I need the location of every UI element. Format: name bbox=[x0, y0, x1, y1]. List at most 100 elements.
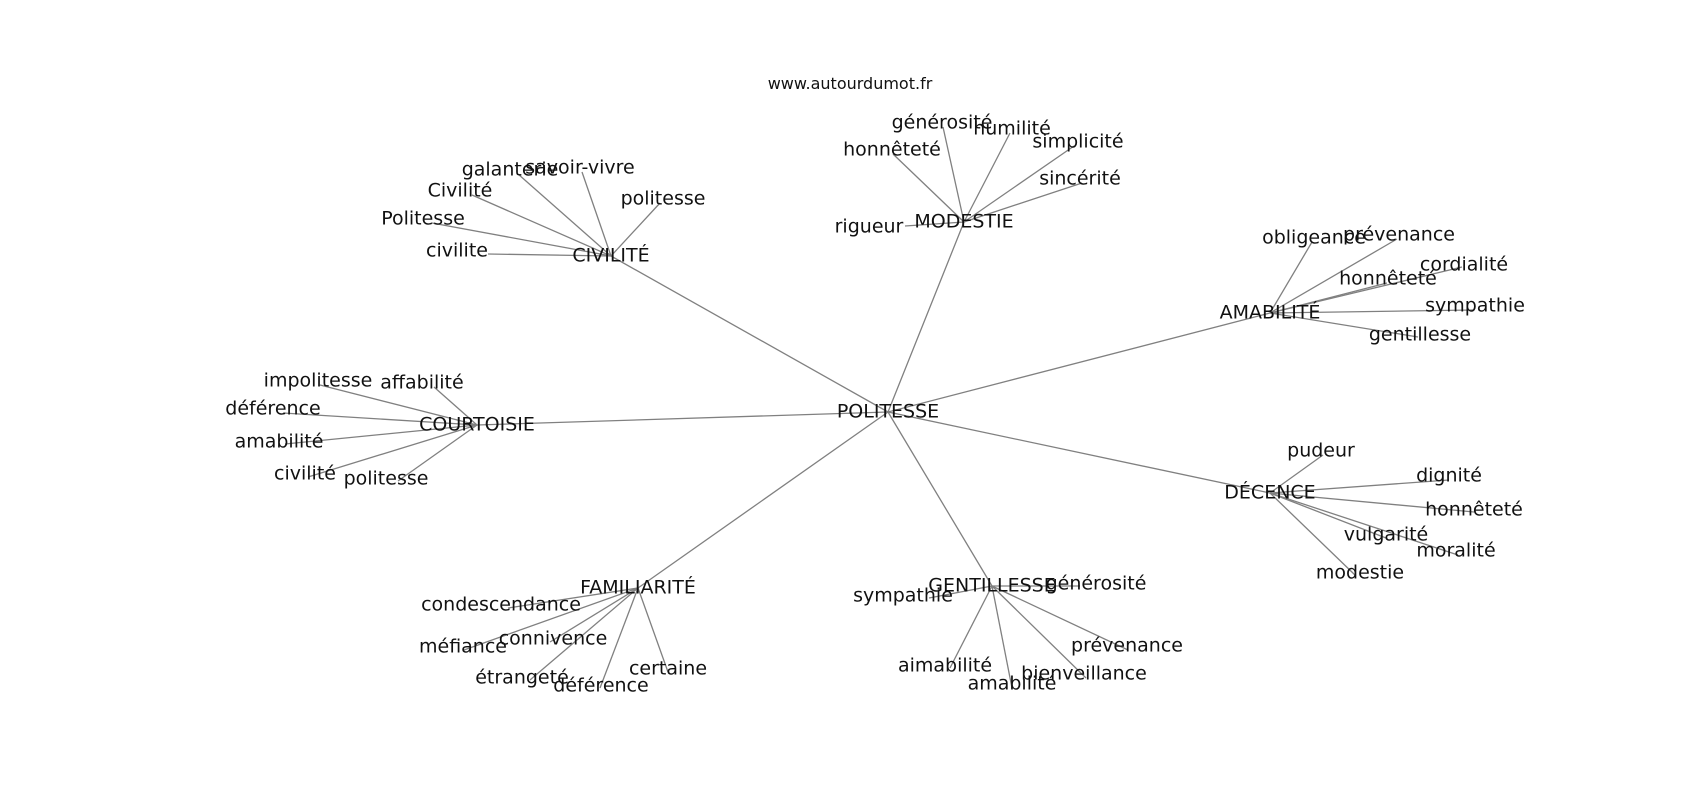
leaf-edge bbox=[1269, 492, 1459, 556]
leaf-word[interactable]: amabilité bbox=[235, 431, 324, 453]
leaf-edge bbox=[942, 126, 965, 223]
leaf-edge bbox=[1269, 492, 1475, 513]
hub-word[interactable]: COURTOISIE bbox=[419, 414, 535, 436]
leaf-word[interactable]: dignité bbox=[1416, 465, 1482, 487]
leaf-word[interactable]: civilité bbox=[274, 463, 336, 485]
leaf-edge bbox=[637, 587, 669, 673]
leaf-word[interactable]: rigueur bbox=[835, 216, 904, 238]
hub-edge bbox=[887, 312, 1271, 413]
source-watermark: www.autourdumot.fr bbox=[767, 74, 933, 93]
leaf-word[interactable]: bienveillance bbox=[1021, 663, 1147, 685]
leaf-edge bbox=[991, 585, 1013, 689]
leaf-edge bbox=[963, 182, 1083, 223]
leaf-word[interactable]: savoir-vivre bbox=[525, 157, 634, 179]
leaf-edge bbox=[319, 384, 478, 426]
hub-edge bbox=[610, 255, 889, 413]
leaf-word[interactable]: prévenance bbox=[1343, 224, 1455, 246]
leaf-word[interactable]: certaine bbox=[629, 658, 707, 680]
leaf-edge bbox=[581, 171, 612, 257]
leaf-word[interactable]: pudeur bbox=[1287, 440, 1355, 462]
leaf-word[interactable]: modestie bbox=[1316, 562, 1404, 584]
graph-labels: POLITESSE CIVILITÉ galanteriesavoir-vivreC… bbox=[225, 112, 1525, 697]
leaf-edge bbox=[949, 585, 993, 669]
leaf-word[interactable]: obligeance bbox=[1262, 227, 1366, 249]
leaf-edge bbox=[507, 587, 639, 609]
leaf-edge bbox=[892, 153, 965, 223]
leaf-edge bbox=[610, 202, 661, 257]
leaf-word[interactable]: déférence bbox=[553, 675, 648, 697]
leaf-edge bbox=[517, 173, 612, 257]
leaf-word[interactable]: impolitesse bbox=[264, 370, 373, 392]
leaf-word[interactable]: cordialité bbox=[1420, 254, 1508, 276]
hub-edge bbox=[887, 411, 993, 587]
leaf-edge bbox=[599, 587, 639, 689]
leaf-word[interactable]: politesse bbox=[621, 188, 706, 210]
hub-word[interactable]: GENTILLESSE bbox=[928, 575, 1055, 597]
leaf-edge bbox=[1269, 309, 1474, 314]
leaf-word[interactable]: honnêteté bbox=[843, 139, 941, 161]
leaf-edge bbox=[433, 386, 478, 426]
leaf-word[interactable]: gentillesse bbox=[1369, 324, 1471, 346]
leaf-word[interactable]: galanterie bbox=[462, 159, 559, 181]
leaf-word[interactable]: simplicité bbox=[1032, 131, 1123, 153]
leaf-edge bbox=[1269, 312, 1419, 338]
leaf-word[interactable]: civilite bbox=[426, 240, 488, 262]
leaf-edge bbox=[549, 587, 639, 643]
graph-edges bbox=[282, 126, 1475, 689]
leaf-edge bbox=[1269, 282, 1388, 314]
hub-word[interactable]: CIVILITÉ bbox=[572, 244, 649, 267]
hub-word[interactable]: AMABILITÉ bbox=[1220, 301, 1321, 324]
hub-edge bbox=[887, 221, 965, 413]
leaf-word[interactable]: générosité bbox=[1046, 573, 1147, 595]
leaf-edge bbox=[904, 221, 965, 227]
hub-word[interactable]: DÉCENCE bbox=[1224, 481, 1315, 504]
leaf-edge bbox=[991, 585, 1087, 679]
leaf-word[interactable]: vulgarité bbox=[1344, 524, 1429, 546]
leaf-edge bbox=[1269, 479, 1450, 494]
leaf-edge bbox=[397, 424, 478, 482]
leaf-edge bbox=[1269, 492, 1356, 576]
center-word[interactable]: POLITESSE bbox=[837, 401, 939, 423]
leaf-word[interactable]: prévenance bbox=[1071, 635, 1183, 657]
hub-edge bbox=[887, 411, 1271, 494]
leaf-word[interactable]: Civilité bbox=[428, 180, 493, 202]
leaf-word[interactable]: Politesse bbox=[381, 208, 465, 230]
hub-word[interactable]: FAMILIARITÉ bbox=[580, 576, 696, 599]
leaf-word[interactable]: honnêteté bbox=[1425, 499, 1523, 521]
leaf-edge bbox=[1269, 238, 1398, 314]
leaf-edge bbox=[529, 587, 639, 681]
leaf-word[interactable]: condescendance bbox=[421, 594, 581, 616]
leaf-edge bbox=[991, 585, 1129, 651]
leaf-word[interactable]: amabilité bbox=[968, 673, 1057, 695]
leaf-edge bbox=[282, 412, 478, 426]
leaf-word[interactable]: politesse bbox=[344, 468, 429, 490]
leaf-edge bbox=[1269, 492, 1387, 539]
leaf-edge bbox=[284, 424, 478, 445]
leaf-word[interactable]: connivence bbox=[499, 628, 608, 650]
leaf-word[interactable]: méfiance bbox=[419, 636, 507, 658]
leaf-edge bbox=[1269, 454, 1324, 494]
leaf-word[interactable]: sincérité bbox=[1039, 168, 1121, 190]
leaf-word[interactable]: moralité bbox=[1416, 540, 1495, 562]
leaf-word[interactable]: aimabilité bbox=[898, 655, 992, 677]
leaf-edge bbox=[463, 587, 639, 651]
leaf-word[interactable]: générosité bbox=[892, 112, 993, 134]
leaf-word[interactable]: étrangeté bbox=[475, 667, 569, 689]
leaf-word[interactable]: honnêteté bbox=[1339, 268, 1437, 290]
leaf-edge bbox=[963, 145, 1075, 223]
leaf-edge bbox=[963, 132, 1011, 223]
leaf-word[interactable]: affabilité bbox=[380, 372, 463, 394]
hub-edge bbox=[637, 411, 889, 589]
leaf-word[interactable]: déférence bbox=[225, 398, 320, 420]
leaf-word[interactable]: sympathie bbox=[1425, 295, 1525, 317]
leaf-edge bbox=[1269, 241, 1313, 314]
hub-word[interactable]: MODESTIE bbox=[914, 211, 1013, 233]
leaf-word[interactable]: sympathie bbox=[853, 585, 953, 607]
leaf-word[interactable]: humilité bbox=[973, 118, 1051, 140]
leaf-edge bbox=[487, 253, 612, 257]
leaf-edge bbox=[928, 585, 993, 599]
leaf-edge bbox=[307, 424, 478, 478]
leaf-edge bbox=[431, 222, 612, 257]
hub-edge bbox=[476, 411, 889, 426]
